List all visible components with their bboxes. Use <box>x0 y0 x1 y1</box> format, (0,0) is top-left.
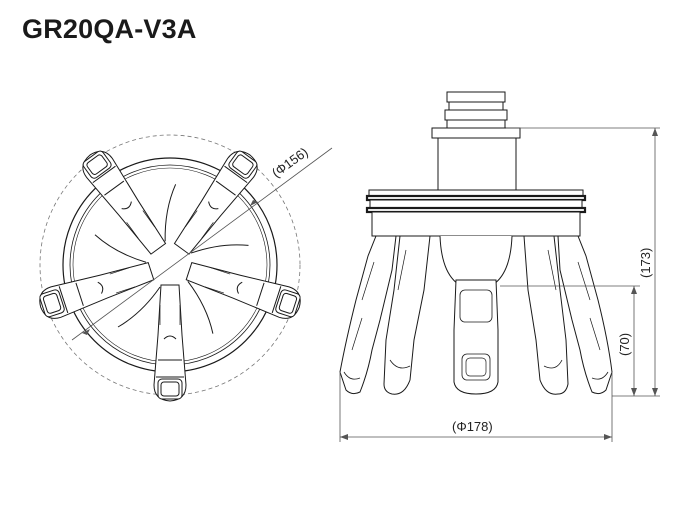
product-title: GR20QA-V3A <box>22 14 197 44</box>
side-view <box>339 91 613 395</box>
top-view: (Φ156) <box>35 134 333 402</box>
dim-label-70: (70) <box>617 333 632 356</box>
dim-label-phi178: (Φ178) <box>452 419 493 434</box>
dim-line-phi156 <box>71 147 333 341</box>
side-dimensions <box>339 127 660 442</box>
dim-label-phi156: (Φ156) <box>269 144 311 180</box>
dim-arrows <box>340 128 658 440</box>
finger-top-1 <box>76 145 172 259</box>
top-view-fingers <box>35 145 305 402</box>
dim-label-173: (173) <box>638 248 653 278</box>
finger-top-2 <box>168 145 264 259</box>
finger-top-3 <box>183 255 305 323</box>
finger-top-4 <box>153 284 187 402</box>
